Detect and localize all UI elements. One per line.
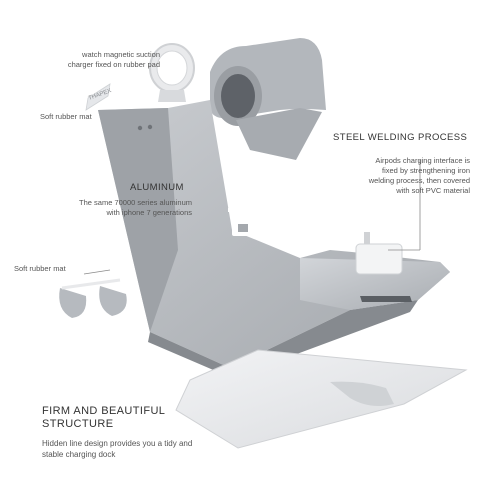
rubber-pad: [175, 349, 468, 449]
firm-desc-line-1: Hidden line design provides you a tidy a…: [42, 439, 193, 448]
aluminum-title: ALUMINUM: [130, 182, 184, 193]
firm-structure-title: FIRM AND BEAUTIFUL STRUCTURE: [42, 405, 165, 431]
aluminum-note: The same 70000 series aluminum with ipho…: [50, 198, 192, 218]
steel-desc-line-1: Airpods charging interface is: [375, 156, 470, 165]
aluminum-desc-line-1: The same 70000 series aluminum: [79, 198, 192, 207]
firm-title-line-2: STRUCTURE: [42, 418, 114, 430]
steel-desc-line-2: fixed by strengthening iron: [382, 166, 470, 175]
watch-charger-ring: [149, 43, 195, 102]
watch-holder: [210, 38, 326, 160]
watch-charger-line-2: charger fixed on rubber pad: [67, 60, 160, 69]
steel-welding-title: STEEL WELDING PROCESS: [333, 132, 468, 143]
aluminum-frame: [98, 100, 450, 378]
watch-charger-line-1: watch magnetic suction: [82, 50, 160, 59]
aluminum-desc-line-2: with iphone 7 generations: [106, 208, 192, 217]
steel-desc-line-4: with soft PVC material: [396, 186, 470, 195]
watch-charger-note: watch magnetic suction charger fixed on …: [30, 50, 160, 70]
steel-desc-line-3: welding process, then covered: [368, 176, 470, 185]
lightning-connector: [355, 232, 403, 275]
firm-title-line-1: FIRM AND BEAUTIFUL: [42, 405, 166, 417]
brand-tag: [85, 83, 111, 111]
soft-mat-left-note: Soft rubber mat: [14, 264, 66, 273]
front-feet: [59, 278, 127, 318]
soft-mat-top-note: Soft rubber mat: [40, 112, 92, 121]
firm-structure-note: Hidden line design provides you a tidy a…: [42, 438, 192, 460]
steel-welding-note: Airpods charging interface is fixed by s…: [340, 156, 470, 196]
firm-desc-line-2: stable charging dock: [42, 450, 116, 459]
